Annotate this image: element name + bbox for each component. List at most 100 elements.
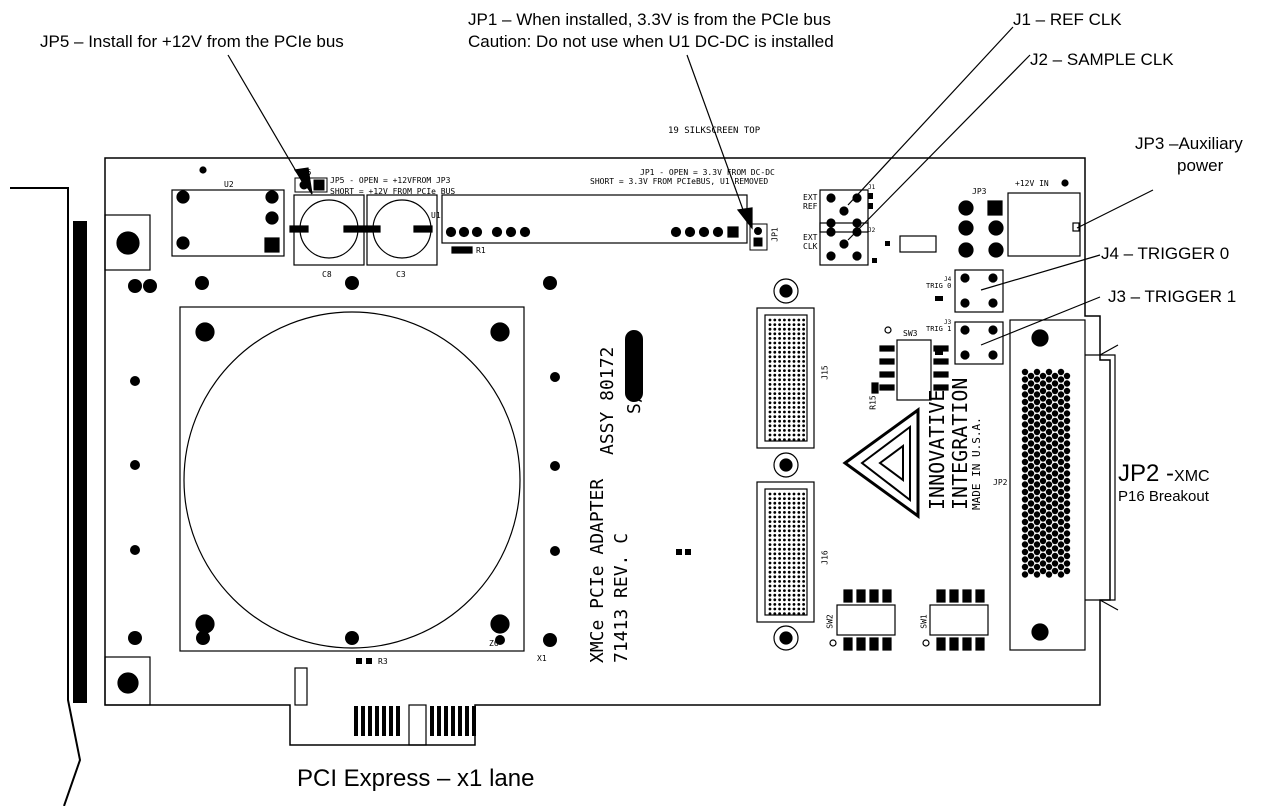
connector-pin (778, 584, 781, 588)
connector-pin (1027, 440, 1035, 447)
edge-finger (458, 706, 462, 736)
connector-pin (768, 607, 772, 611)
connector-pin (792, 401, 796, 405)
connector-pin (797, 318, 801, 322)
connector-pin (792, 415, 796, 418)
connector-pin (802, 520, 805, 523)
connector-pin (802, 323, 805, 326)
connector-pin (1021, 496, 1029, 503)
product-line-1: XMCe PCIe ADAPTER (587, 478, 608, 663)
connector-pin (797, 501, 801, 505)
connector-pin (778, 406, 781, 409)
connector-pin (768, 543, 772, 546)
connector-pin (1045, 443, 1053, 451)
connector-pin (802, 575, 805, 579)
innovative-logo (842, 407, 920, 519)
jp5-silk-note-2: SHORT = +12V FROM PCIe BUS (330, 187, 456, 196)
connector-pin (787, 396, 791, 400)
connector-pin (778, 557, 781, 560)
connector-pin (768, 383, 772, 386)
serial-number-label: S/N: (624, 370, 645, 414)
connector-pin (1057, 383, 1065, 391)
connector-pin (1045, 533, 1053, 541)
connector-pin (802, 584, 805, 588)
connector-pin (787, 438, 791, 441)
connector-pin (1021, 503, 1029, 511)
connector-pin (802, 419, 805, 423)
connector-pin (783, 501, 786, 505)
connector-pin (1027, 567, 1035, 575)
ext-clk-silk-2: CLK (803, 242, 818, 251)
connector-pin (787, 529, 791, 533)
connector-pin (778, 497, 781, 500)
connector-pin (778, 429, 781, 432)
connector-pin (1021, 443, 1029, 451)
connector-pin (802, 506, 805, 510)
connector-pin (768, 584, 772, 588)
connector-pin (787, 360, 791, 363)
silkscreen-title: 19 SILKSCREEN TOP (668, 126, 761, 136)
pcie-edge-fingers (294, 667, 476, 746)
connector-pin (802, 424, 805, 428)
connector-pin (797, 323, 801, 326)
connector-pin (787, 580, 791, 583)
connector-pin (768, 364, 772, 368)
jp3-callout-line2: power (1177, 156, 1224, 175)
connector-pin (1051, 552, 1059, 560)
connector-pin (787, 557, 791, 560)
connector-pin (778, 593, 781, 597)
connector-pin (802, 429, 805, 432)
connector-pin (1039, 402, 1047, 410)
connector-pin (797, 598, 801, 602)
made-in-usa: MADE IN U.S.A. (970, 417, 983, 510)
connector-pin (783, 593, 786, 597)
connector-pin (787, 332, 791, 336)
connector-pin (768, 332, 772, 336)
connector-pin (1051, 530, 1059, 537)
connector-pin (783, 534, 786, 537)
connector-pin (768, 515, 772, 519)
edge-finger (430, 706, 434, 736)
connector-pin (773, 438, 777, 441)
jp1-callout-line2: Caution: Do not use when U1 DC-DC is ins… (468, 32, 834, 51)
connector-pin (783, 415, 786, 418)
connector-pin (1039, 567, 1047, 575)
refdes-jp1: JP1 (770, 227, 780, 242)
connector-pin (1063, 507, 1071, 515)
jp2-label-xmc: XMC (1174, 468, 1210, 485)
connector-pin (778, 364, 781, 368)
connector-pin (792, 575, 796, 579)
connector-pin (1027, 500, 1035, 507)
connector-pin (1027, 492, 1035, 500)
connector-pin (783, 561, 786, 565)
connector-pin (783, 337, 786, 340)
connector-pin (778, 575, 781, 579)
connector-pin (787, 318, 791, 322)
connector-pin (1057, 443, 1065, 451)
connector-pin (1027, 537, 1035, 545)
connector-pin (792, 552, 796, 556)
connector-pin (792, 584, 796, 588)
connector-pin (1021, 533, 1029, 541)
connector-pin (1045, 368, 1053, 376)
connector-pin (778, 360, 781, 363)
connector-pin (1039, 477, 1047, 485)
connector-pin (1063, 410, 1071, 417)
connector-pin (778, 337, 781, 340)
connector-pin (787, 401, 791, 405)
edge-finger (354, 706, 358, 736)
connector-pin (773, 415, 777, 418)
connector-pin (1039, 515, 1047, 522)
refdes-jp5: JP5 (297, 168, 312, 177)
connector-pin (778, 438, 781, 441)
connector-pin (768, 341, 772, 345)
smd-parts (356, 193, 943, 664)
connector-pin (1063, 545, 1071, 552)
connector-pin (797, 396, 801, 400)
connector-pin (797, 584, 801, 588)
connector-pin (768, 355, 772, 359)
connector-pin (792, 557, 796, 560)
capacitors (289, 194, 473, 266)
connector-pin (783, 318, 786, 322)
